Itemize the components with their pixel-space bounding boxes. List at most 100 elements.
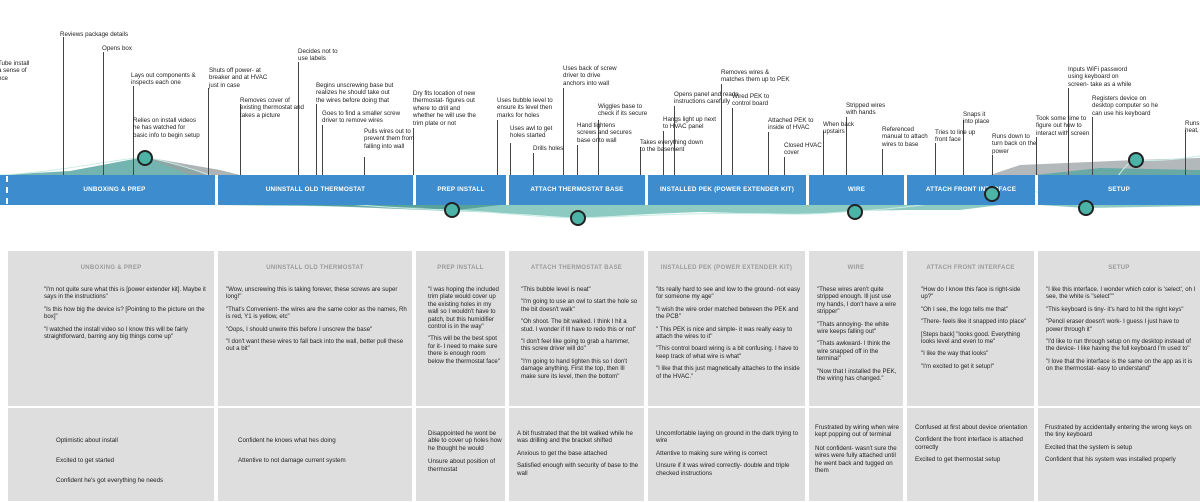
quote: "Now that I installed the PEK, the wirin…: [817, 367, 897, 383]
action-stem: [298, 62, 299, 175]
action-stem: [322, 125, 323, 175]
phase-label: WIRE: [847, 186, 866, 193]
feeling: A bit frustrated that the bit walked whi…: [517, 430, 633, 445]
action-note: Dry fits location of new thermostat- fig…: [413, 90, 476, 127]
quote: "There- feels like it snapped into place…: [921, 318, 1027, 326]
action-note: Runs through th heat, cool and: [1185, 120, 1200, 135]
action-note: Drills holes: [533, 145, 564, 152]
action-note: Wiggles base to check if its secure: [598, 103, 648, 118]
emotion-negative-area: [215, 205, 1000, 218]
feeling: Attentive to making sure wiring is corre…: [656, 449, 768, 457]
column-header: WIRE: [847, 265, 865, 271]
column-header: UNBOXING & PREP: [80, 265, 142, 271]
quote: "Wow, unscrewing this is taking forever,…: [226, 286, 398, 301]
column-header: ATTACH THERMOSTAT BASE: [530, 265, 623, 271]
quote: "I don't want these wires to fall back i…: [226, 338, 404, 353]
action-stem: [208, 88, 209, 175]
phase-label: SETUP: [1108, 186, 1130, 193]
action-note: Hangs light up next to HVAC panel: [663, 116, 716, 131]
emotion-marker: [984, 186, 1000, 202]
column-front-interface: ATTACH FRONT INTERFACE "How do I know th…: [907, 251, 1034, 501]
feeling: Anxious to get the base attached: [517, 449, 608, 457]
feelings-list: A bit frustrated that the bit walked whi…: [517, 430, 641, 477]
action-stem: [240, 104, 241, 175]
action-note: Tube install a sense of nce: [0, 60, 30, 82]
action-stem: [497, 120, 498, 175]
emotion-marker: [137, 150, 153, 166]
feeling: Optimistic about install: [56, 437, 118, 445]
emotion-positive-area: [0, 157, 205, 175]
emotion-positive-grey: [145, 157, 240, 175]
feelings-list: Disappointed he wont be able to cover up…: [428, 430, 502, 473]
phase-band-setup: SETUP: [1038, 175, 1200, 205]
column-prep-install: PREP INSTALL "I was hoping the included …: [416, 251, 505, 501]
action-note: Opens panel and reads instructions caref…: [674, 91, 739, 106]
quote: "Oh I see, the logo tells me that": [921, 305, 1008, 313]
quote: "Its really hard to see and low to the g…: [656, 286, 801, 301]
action-stem: [413, 128, 414, 175]
quote: "I watched the install video so I know t…: [44, 325, 188, 341]
feeling: Disappointed he wont be able to cover up…: [428, 430, 502, 452]
action-note: Stripped wires with hands: [846, 102, 886, 117]
action-note: Lays out components & inspects each one: [131, 72, 196, 87]
action-stem: [768, 132, 769, 175]
quote: " This PEK is nice and simple- it was re…: [656, 325, 793, 341]
feeling: Confident he's got everything he needs: [56, 477, 164, 485]
quote: "Pencil eraser doesn't work- I guess I j…: [1046, 318, 1180, 333]
feeling: Uncomfortable laying on ground in the da…: [656, 430, 799, 445]
action-stem: [316, 104, 317, 175]
column-uninstall: UNINSTALL OLD THERMOSTAT "Wow, unscrewin…: [218, 251, 412, 501]
quote: "Is this how big the device is? [Pointin…: [44, 305, 205, 321]
column-unboxing: UNBOXING & PREP "I'm not quite sure what…: [8, 251, 214, 501]
feelings-list: Confused at first about device orientati…: [915, 424, 1033, 464]
action-note: Uses back of screw driver to drive ancho…: [563, 65, 617, 87]
quote: "This keyboard is tiny- it's hard to hit…: [1046, 305, 1184, 313]
action-stem: [1092, 117, 1093, 175]
action-stem: [563, 88, 564, 175]
band-dash: [6, 176, 8, 204]
action-note: Reviews package details: [60, 31, 129, 38]
action-note: Begins unscrewing base but realizes he s…: [316, 82, 394, 104]
action-stem: [935, 143, 936, 175]
action-note: Uses bubble level to ensure its level th…: [497, 97, 553, 119]
quotes-list: "I like this interface. I wonder which c…: [1046, 286, 1196, 378]
action-stem: [533, 153, 534, 175]
quotes-list: "Its really hard to see and low to the g…: [656, 286, 801, 385]
quote: "Thats annoying- the white wire keeps fa…: [817, 320, 889, 336]
quote: "This bubble level is neat": [521, 286, 591, 293]
action-note: Snaps it into place: [963, 111, 990, 126]
action-note: Closed HVAC cover: [784, 142, 822, 157]
quotes-list: "I'm not quite sure what this is [power …: [44, 286, 210, 345]
action-stem: [1185, 130, 1186, 175]
feeling: Confused at first about device orientati…: [915, 424, 1028, 431]
action-stem: [510, 143, 511, 175]
feeling: Frustrated by wiring when wire kept popp…: [815, 424, 899, 439]
action-stem: [846, 117, 847, 175]
emotion-positive-setup-2: [1035, 168, 1200, 175]
action-note: Goes to find a smaller screw driver to r…: [322, 110, 401, 125]
action-stem: [577, 145, 578, 175]
quote: [Steps back] "looks good. Everything loo…: [921, 330, 1021, 346]
feeling: Confident he knows what hes doing: [238, 437, 336, 445]
action-stem: [1068, 88, 1069, 175]
feeling: Satisfied enough with security of base t…: [517, 462, 639, 477]
action-note: Tries to line up front face: [935, 129, 976, 144]
action-note: Registers device on desktop computer so …: [1092, 95, 1159, 117]
phase-label: PREP INSTALL: [437, 186, 485, 193]
phase-band-wire: WIRE: [809, 175, 904, 205]
feelings-list: Uncomfortable laying on ground in the da…: [656, 430, 802, 477]
action-note: Shuts off power- at breaker and at HVAC …: [209, 67, 268, 89]
action-note: Referenced manual to attach wires to bas…: [882, 126, 928, 148]
feelings-list: Confident he knows what hes doing Attent…: [238, 430, 408, 472]
quotes-list: "Wow, unscrewing this is taking forever,…: [226, 286, 408, 358]
column-attach-base: ATTACH THERMOSTAT BASE "This bubble leve…: [509, 251, 644, 501]
action-stem: [663, 131, 664, 175]
quote: "These wires aren't quite stripped enoug…: [817, 286, 897, 316]
action-stem: [133, 86, 134, 175]
feeling: Confident the front interface is attache…: [915, 436, 1024, 451]
emotion-marker: [444, 202, 460, 218]
action-stem: [882, 149, 883, 175]
column-header: PREP INSTALL: [437, 265, 484, 271]
feeling: Attentive to not damage current system: [238, 457, 346, 465]
phase-label: UNBOXING & PREP: [83, 186, 146, 193]
